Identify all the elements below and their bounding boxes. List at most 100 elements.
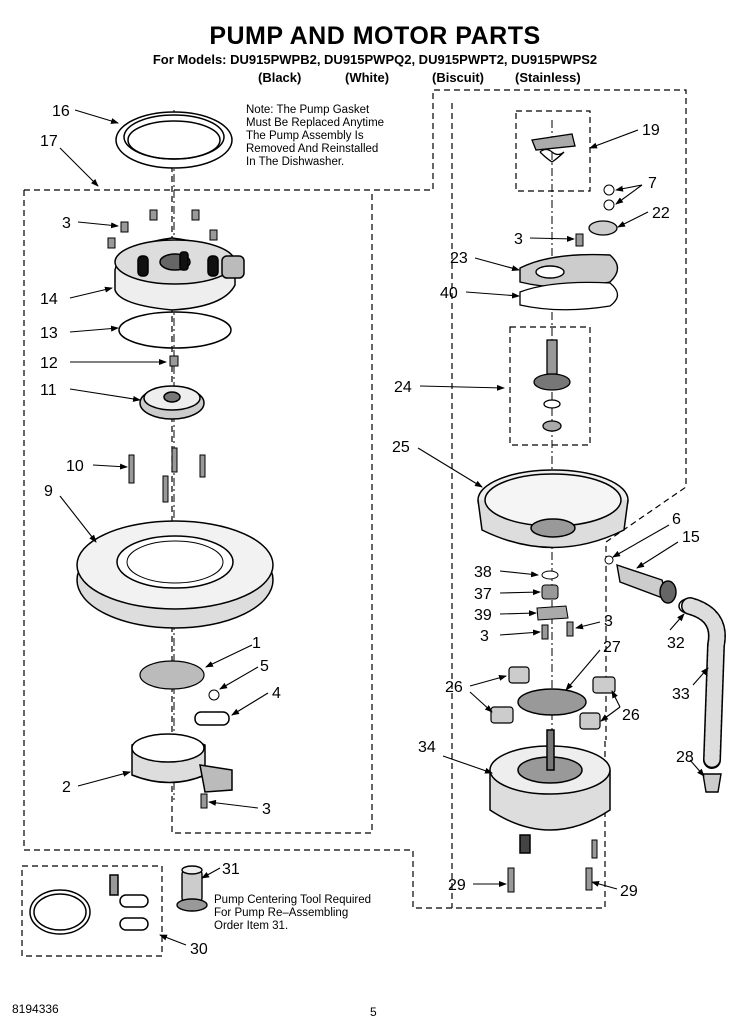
- impeller-nut: [169, 355, 179, 367]
- body-screws: [128, 447, 206, 503]
- motor-housing: [477, 469, 629, 549]
- callout-14: 14: [40, 291, 58, 308]
- callout-28: 34: [418, 739, 436, 756]
- plate-gasket: [519, 281, 619, 311]
- gasket-note-line: The Pump Assembly Is: [246, 130, 364, 142]
- pump-centering-tool: [176, 865, 208, 912]
- gasket-note-line: Must Be Replaced Anytime: [246, 117, 385, 129]
- callout-3: 3: [480, 628, 489, 645]
- tool-note-line: For Pump Re–Assembling: [214, 907, 349, 919]
- callout-9: 9: [44, 483, 53, 500]
- callout-39: 39: [474, 607, 492, 624]
- drain-fitting: [616, 563, 677, 604]
- check-ball: [208, 689, 220, 701]
- leader-lines: [59, 109, 709, 946]
- callout-34: 28: [676, 749, 694, 766]
- callout-26: 26: [445, 679, 463, 696]
- gasket-note-line: Note: The Pump Gasket: [246, 104, 370, 116]
- mount-grommets: [490, 666, 616, 730]
- tool-note: Pump Centering Tool Required For Pump Re…: [214, 894, 371, 933]
- motor: [489, 729, 611, 854]
- seal-screw: [541, 624, 549, 640]
- drain-seal: [194, 711, 230, 726]
- center-axes: [173, 110, 553, 800]
- pump-gasket: [115, 111, 233, 169]
- sleeve: [588, 220, 618, 236]
- shaft-assembly: [533, 339, 571, 432]
- callout-5: 5: [260, 658, 269, 675]
- variant-stainless: (Stainless): [515, 70, 581, 85]
- callout-27: 27: [603, 639, 621, 656]
- impeller: [139, 385, 205, 420]
- callout-22: 22: [652, 205, 670, 222]
- callout-40: 40: [440, 285, 458, 302]
- callout-3: 3: [514, 231, 523, 248]
- plate-screw: [575, 233, 584, 247]
- callout-33: 33: [672, 686, 690, 703]
- callout-1: 1: [252, 635, 261, 652]
- callout-19: 19: [642, 122, 660, 139]
- callout-labels: 16 17 3 14 13 12 11 10 9 1 5 4 2 3 19 7 …: [40, 103, 700, 958]
- callout-13: 13: [40, 325, 58, 342]
- o-ring-small: [604, 555, 614, 565]
- gasket-note-line: Removed And Reinstalled: [246, 143, 379, 155]
- model-list: For Models: DU915PWPB2, DU915PWPQ2, DU91…: [152, 52, 598, 67]
- seal-plate: [536, 605, 569, 621]
- page-number: 5: [370, 1005, 377, 1019]
- callout-29: 29: [448, 877, 466, 894]
- motor-screw: [507, 867, 515, 893]
- small-ball: [603, 184, 615, 196]
- callout-12: 12: [40, 355, 58, 372]
- variant-black: (Black): [258, 70, 302, 85]
- callout-26: 26: [622, 707, 640, 724]
- motor-bracket-spring: [531, 133, 576, 163]
- callout-29: 29: [620, 883, 638, 900]
- gasket-note-line: In The Dishwasher.: [246, 156, 345, 168]
- drain-hose: [681, 597, 726, 769]
- page-title: PUMP AND MOTOR PARTS: [209, 22, 541, 50]
- seal-screw: [566, 621, 574, 637]
- small-ball: [603, 199, 615, 211]
- callout-23: 23: [450, 250, 468, 267]
- callout-17: 17: [40, 133, 58, 150]
- callout-3: 3: [262, 801, 271, 818]
- callout-38: 38: [474, 564, 492, 581]
- callout-3: 3: [62, 215, 71, 232]
- callout-24: 24: [394, 379, 412, 396]
- callout-4: 4: [272, 685, 281, 702]
- hose-end-cap: [702, 773, 722, 793]
- callout-11: 11: [40, 382, 57, 399]
- callout-25: 25: [392, 439, 410, 456]
- gasket-note: Note: The Pump Gasket Must Be Replaced A…: [246, 104, 384, 169]
- callout-32: 32: [667, 635, 685, 652]
- callout-15: 15: [682, 529, 700, 546]
- callout-10: 10: [66, 458, 84, 475]
- callout-31: 31: [222, 861, 240, 878]
- pump-bracket: [131, 733, 233, 793]
- housing-o-ring: [118, 311, 232, 349]
- housing-screws: [107, 209, 218, 249]
- callout-2: 2: [62, 779, 71, 796]
- callout-16: 16: [52, 103, 70, 120]
- motor-screw: [591, 839, 598, 859]
- filter-disc: [139, 660, 205, 690]
- doc-number: 8194336: [12, 1002, 59, 1016]
- seal-cap: [541, 584, 559, 600]
- variant-biscuit: (Biscuit): [432, 70, 484, 85]
- bracket-screw: [200, 793, 208, 809]
- tool-note-line: Order Item 31.: [214, 920, 289, 932]
- gasket-kit: [29, 874, 149, 935]
- pump-body: [76, 520, 274, 629]
- motor-screw: [585, 867, 593, 891]
- washer: [541, 570, 559, 580]
- callout-6: 6: [672, 511, 681, 528]
- callout-37: 37: [474, 586, 492, 603]
- slinger-disc: [517, 688, 587, 716]
- dashed-boundaries: [21, 89, 687, 957]
- callout-3: 3: [604, 613, 613, 630]
- callout-30: 30: [190, 941, 208, 958]
- pump-housing: [114, 237, 245, 311]
- variant-white: (White): [345, 70, 390, 85]
- callout-7: 7: [648, 175, 657, 192]
